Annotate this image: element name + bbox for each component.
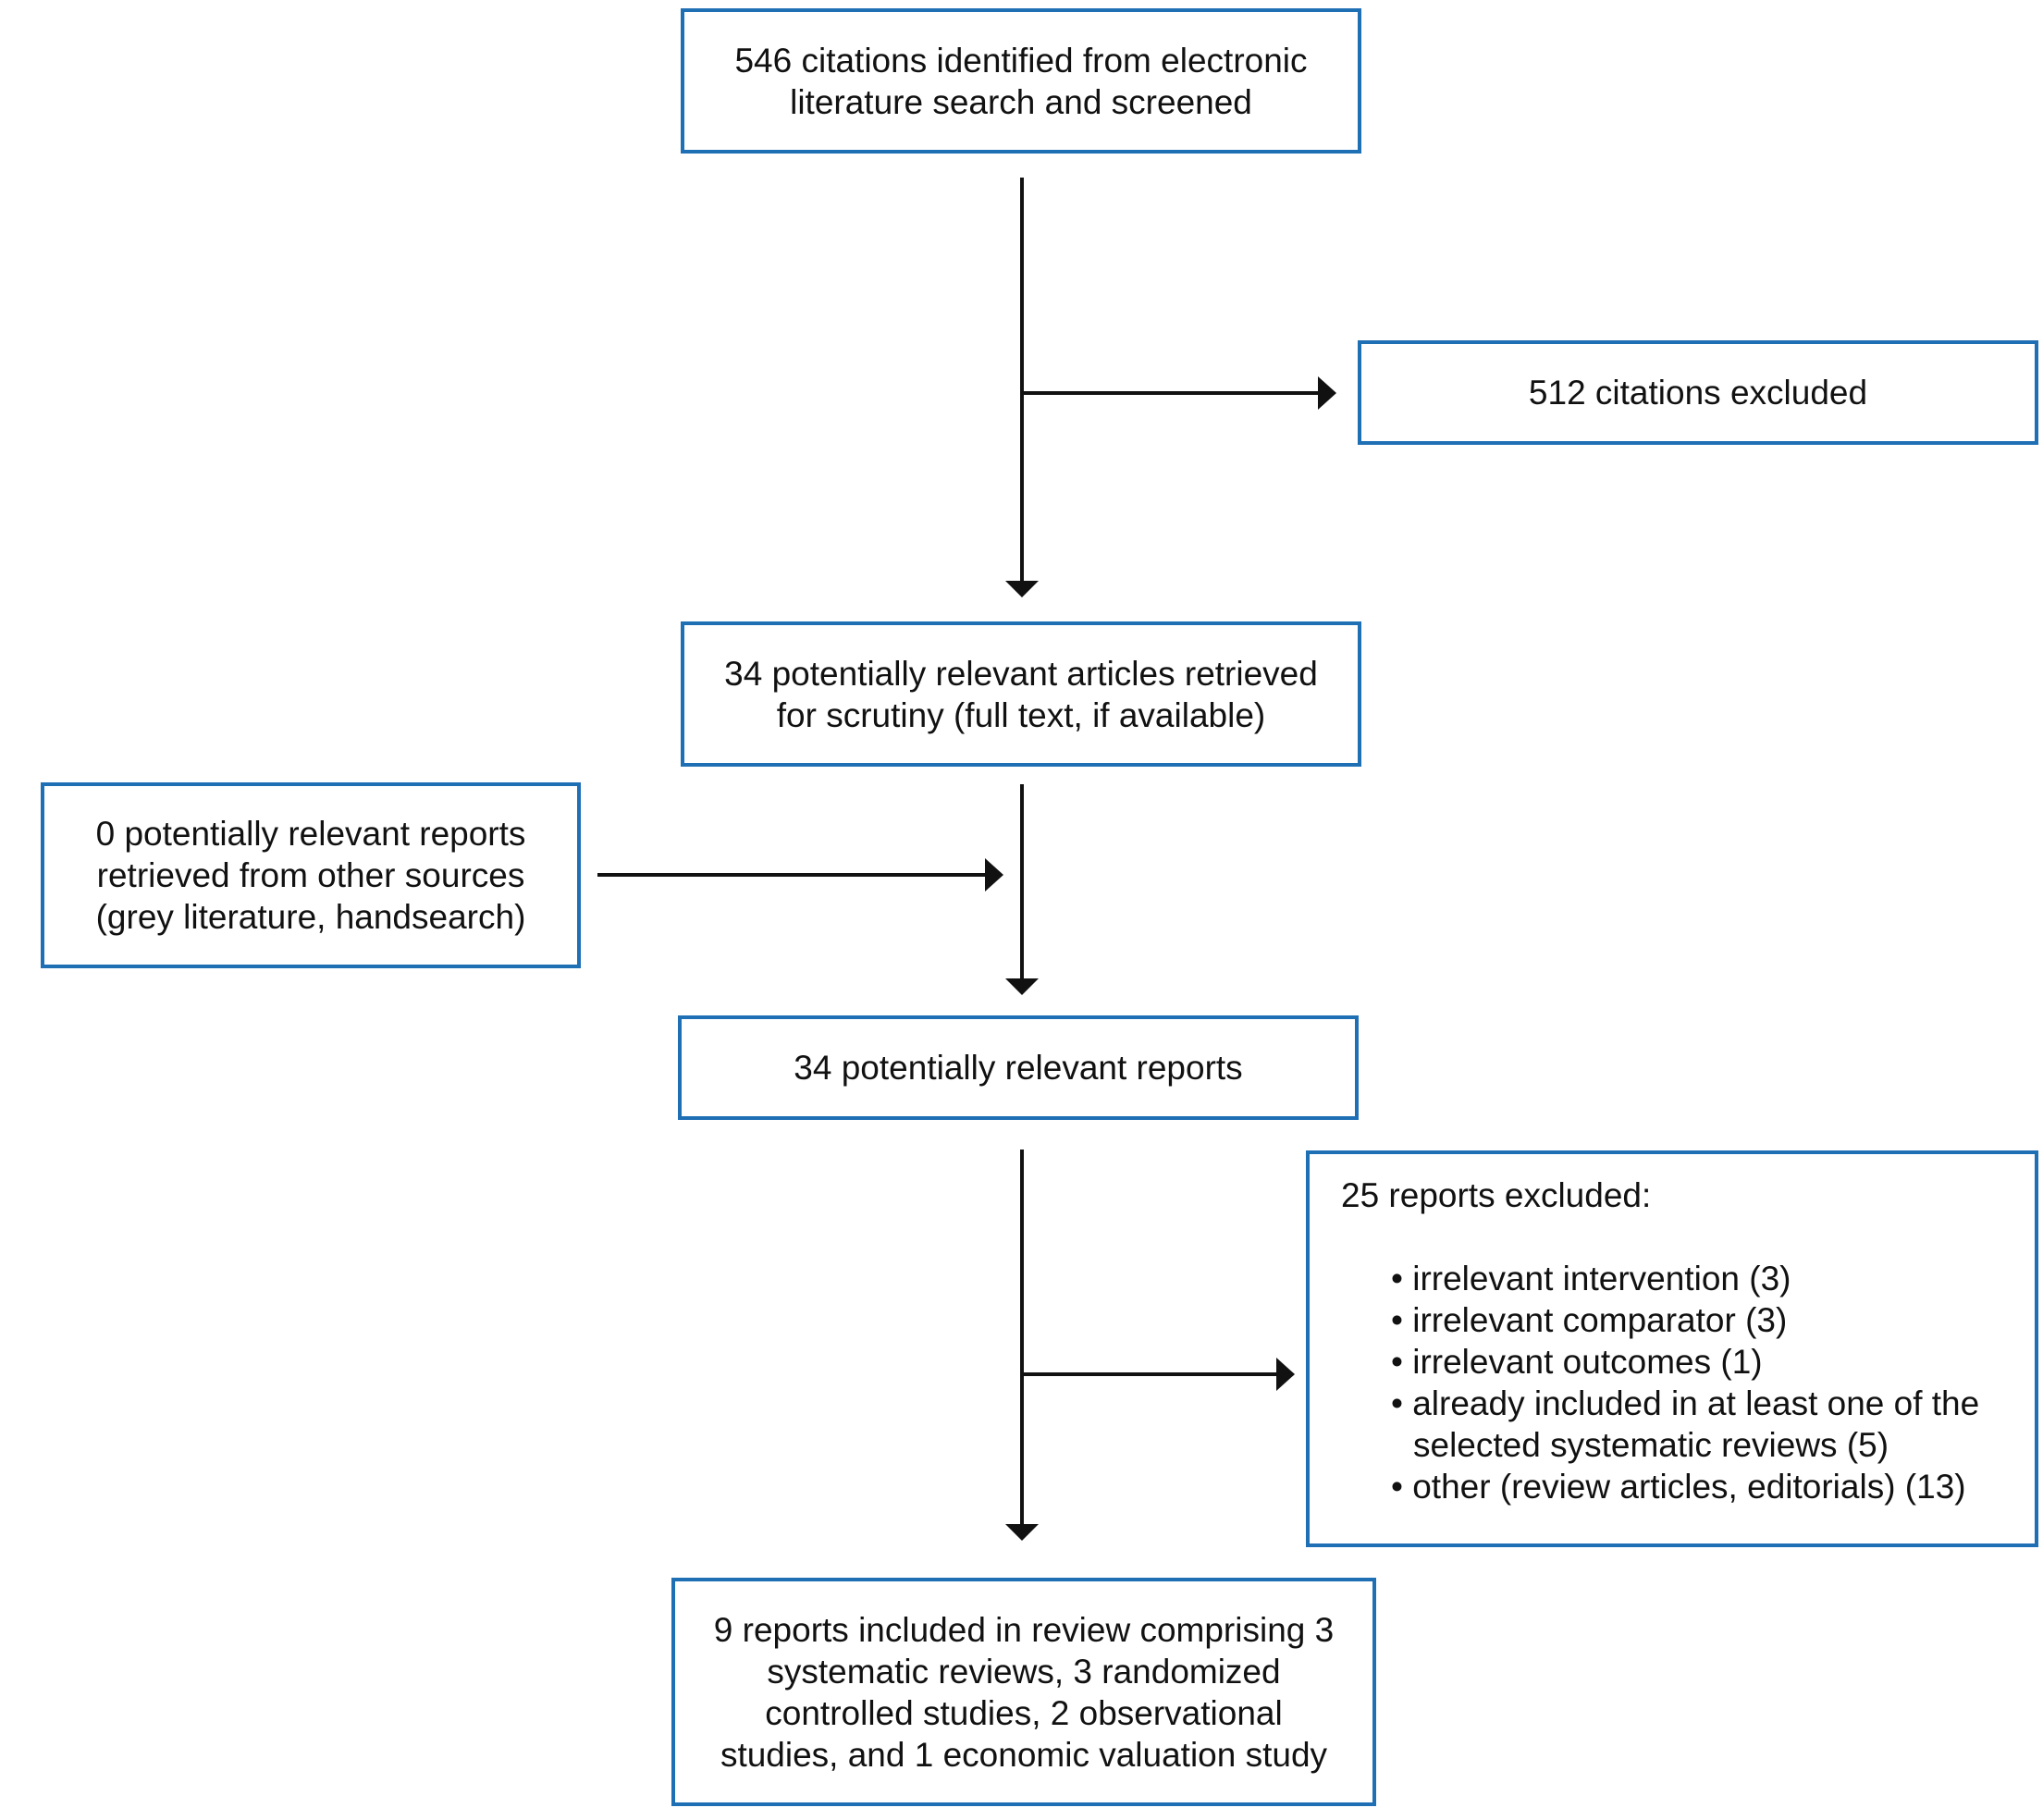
excluded-reports-box: 25 reports excluded: • irrelevant interv… [1306, 1150, 2038, 1547]
arrowhead-down-1 [1005, 581, 1039, 597]
other-sources-box: 0 potentially relevant reports retrieved… [41, 782, 581, 968]
excluded-reports-heading: 25 reports excluded: [1341, 1176, 1652, 1214]
exclusion-reason-continuation: selected systematic reviews (5) [1413, 1426, 1889, 1464]
exclusion-reason: • already included in at least one of th… [1391, 1384, 1980, 1422]
arrowhead-right-1 [1318, 376, 1336, 410]
included-line-3: controlled studies, 2 observational [765, 1693, 1283, 1732]
included-line-1: 9 reports included in review comprising … [713, 1610, 1335, 1649]
exclusion-reason: • irrelevant comparator (3) [1391, 1301, 1788, 1339]
other-sources-line-1: 0 potentially relevant reports [95, 815, 526, 853]
included-line-2: systematic reviews, 3 randomized [767, 1652, 1281, 1691]
retrieved-line-2: for scrutiny (full text, if available) [776, 695, 1266, 734]
other-sources-line-3: (grey literature, handsearch) [95, 898, 526, 936]
arrowhead-down-2 [1005, 978, 1039, 995]
arrowhead-right-2 [985, 858, 1003, 892]
identified-box: 546 citations identified from electronic… [681, 8, 1361, 154]
other-sources-line-2: retrieved from other sources [96, 856, 525, 894]
included-box: 9 reports included in review comprising … [671, 1578, 1376, 1806]
exclusion-reason: • other (review articles, editorials) (1… [1391, 1468, 1966, 1506]
potentially-relevant-line-1: 34 potentially relevant reports [794, 1049, 1243, 1087]
identified-line-2: literature search and screened [790, 82, 1252, 121]
excluded-citations-line-1: 512 citations excluded [1528, 374, 1868, 412]
included-line-4: studies, and 1 economic valuation study [720, 1735, 1328, 1774]
retrieved-box: 34 potentially relevant articles retriev… [681, 621, 1361, 767]
exclusion-reason: • irrelevant intervention (3) [1391, 1260, 1791, 1297]
arrowhead-right-3 [1276, 1358, 1295, 1391]
retrieved-line-1: 34 potentially relevant articles retriev… [724, 654, 1318, 693]
excluded-citations-box: 512 citations excluded [1358, 340, 2038, 445]
exclusion-reason: • irrelevant outcomes (1) [1391, 1343, 1763, 1381]
identified-line-1: 546 citations identified from electronic [734, 41, 1308, 80]
arrowhead-down-3 [1005, 1524, 1039, 1541]
potentially-relevant-box: 34 potentially relevant reports [678, 1015, 1359, 1120]
